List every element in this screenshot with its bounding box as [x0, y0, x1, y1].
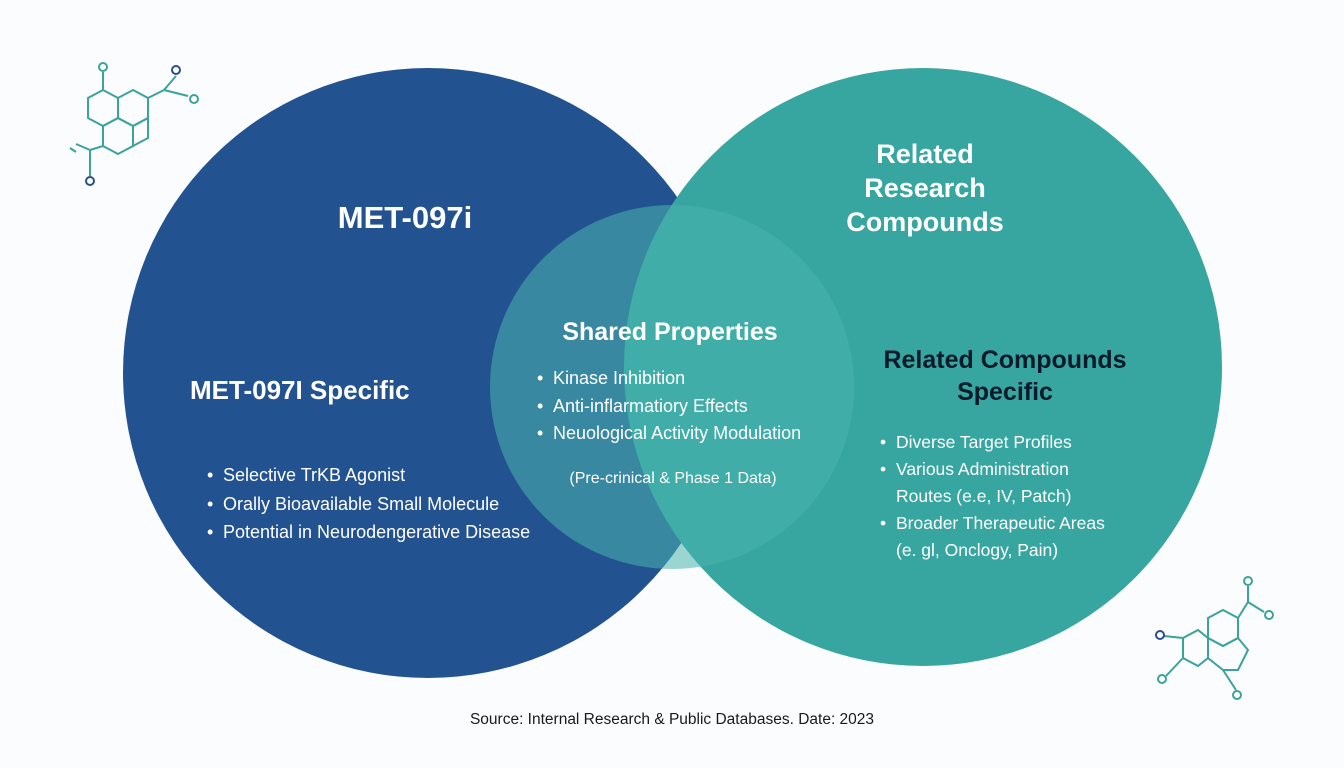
- related-compounds-specific-list: Diverse Target Profiles Various Administ…: [880, 429, 1105, 564]
- list-item: Broader Therapeutic Areas (e. gl, Onclog…: [880, 510, 1105, 564]
- source-caption: Source: Internal Research & Public Datab…: [469, 711, 875, 728]
- related-compounds-title: Related Research Compounds: [846, 139, 1004, 237]
- met-097i-title: MET-097i: [337, 200, 473, 235]
- list-item: Potential in Neurodengerative Disease: [207, 518, 530, 547]
- shared-properties-list: Kinase Inhibition Anti-inflarmatiory Eff…: [537, 365, 801, 448]
- list-item: Kinase Inhibition: [537, 365, 801, 393]
- list-item: Diverse Target Profiles: [880, 429, 1105, 456]
- met-097i-specific-list: Selective TrKB Agonist Orally Bioavailab…: [207, 461, 530, 547]
- list-item: Various Administration Routes (e.e, IV, …: [880, 456, 1105, 510]
- related-compounds-specific-heading: Related Compounds Specific: [883, 346, 1127, 406]
- list-item: Anti-inflarmatiory Effects: [537, 393, 801, 421]
- molecule-icon: [1155, 576, 1274, 700]
- list-item: Neuological Activity Modulation: [537, 420, 801, 448]
- shared-properties-note: (Pre-crinical & Phase 1 Data): [569, 470, 777, 487]
- list-item: Selective TrKB Agonist: [207, 461, 530, 490]
- shared-properties-heading: Shared Properties: [562, 318, 778, 346]
- molecule-icon: [69, 62, 199, 186]
- list-item: Orally Bioavailable Small Molecule: [207, 490, 530, 519]
- met-097i-specific-heading: MET-097I Specific: [190, 375, 410, 405]
